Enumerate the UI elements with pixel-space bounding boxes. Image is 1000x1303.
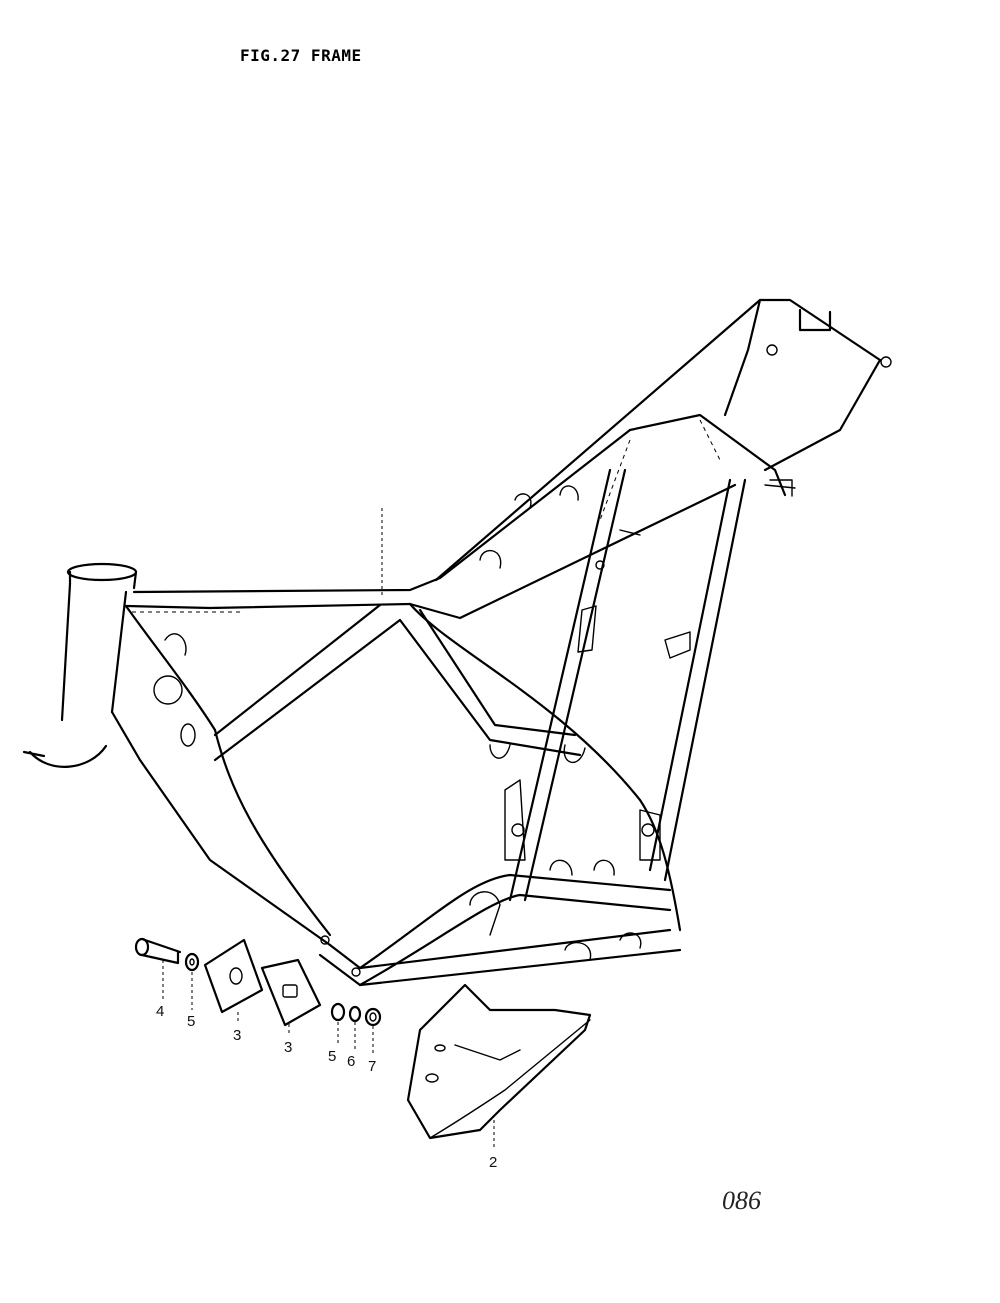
part-3-plate-front (203, 938, 264, 1014)
callout-6: 6 (347, 1053, 356, 1070)
callout-3-rear: 3 (284, 1039, 293, 1056)
callout-3-front: 3 (233, 1027, 242, 1044)
part-6-spring-washer (348, 1005, 362, 1023)
steering-head (22, 562, 138, 768)
part-3-plate-rear (260, 958, 322, 1027)
part-4-bolt (134, 937, 182, 965)
callout-2: 2 (489, 1154, 498, 1171)
part-5-washer (184, 952, 200, 972)
part-5-washer-second (330, 1002, 346, 1022)
part-7-nut (364, 1007, 382, 1027)
part-2-skid-plate (406, 983, 592, 1140)
callout-5: 5 (187, 1013, 196, 1030)
callout-5-second: 5 (328, 1048, 337, 1065)
figure-title: FIG.27 FRAME (240, 46, 362, 65)
page-number: 086 (722, 1186, 761, 1215)
callout-4: 4 (156, 1003, 165, 1020)
callout-7: 7 (368, 1058, 377, 1075)
main-frame-tubes (110, 298, 892, 987)
